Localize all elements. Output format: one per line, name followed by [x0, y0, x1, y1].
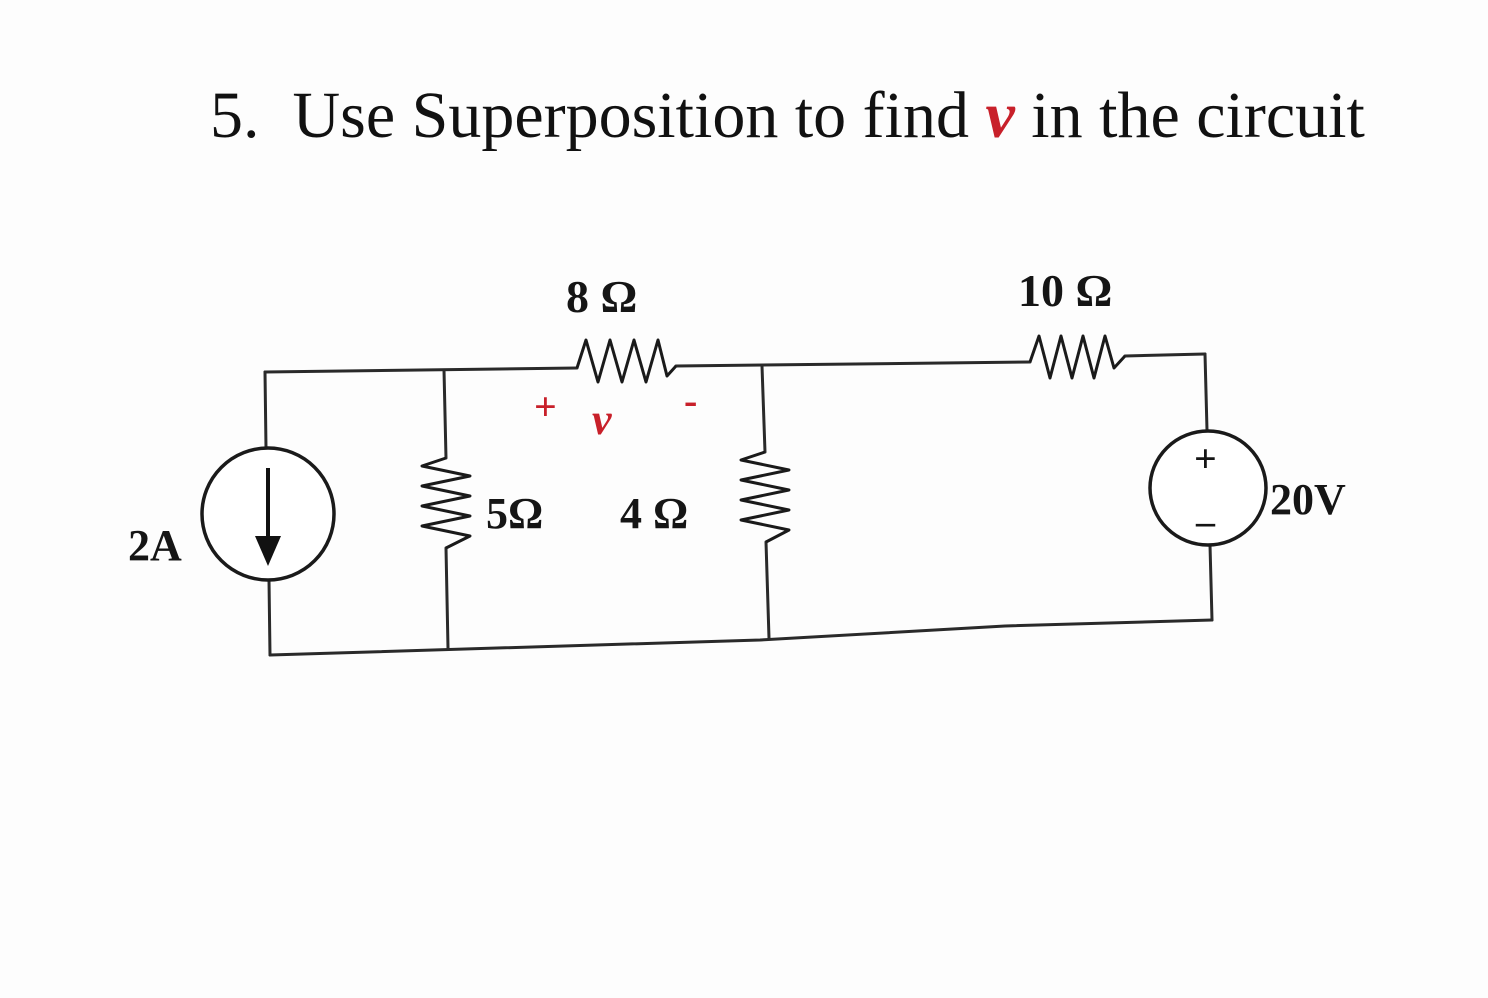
voltage-source-label: 20V	[1270, 475, 1346, 524]
problem-number: 5.	[210, 79, 260, 152]
resistor-4	[739, 450, 791, 544]
voltage-source-circle	[1148, 429, 1268, 547]
resistor-10	[1028, 334, 1127, 380]
marker-variable: v	[592, 395, 612, 444]
right-branch-bottom-wire	[1208, 543, 1214, 622]
resistor-5-label: 5Ω	[486, 489, 543, 538]
resistor-5-bottom-wire	[444, 546, 450, 650]
problem-variable: v	[985, 79, 1015, 152]
top-wire-middle	[674, 360, 1032, 368]
problem-text-after: in the circuit	[1031, 79, 1365, 152]
resistor-5	[420, 456, 472, 550]
resistor-5-top-wire	[442, 368, 448, 460]
voltage-plus-sign: +	[1194, 436, 1217, 481]
resistor-10-label: 10 Ω	[1018, 265, 1112, 316]
current-arrow-down-icon	[255, 536, 281, 566]
voltage-source	[1148, 429, 1268, 547]
problem-statement: 5. Use Superposition to find v in the ci…	[210, 78, 1365, 154]
problem-text-before: Use Superposition to find	[292, 79, 969, 152]
voltage-minus-sign: –	[1195, 501, 1216, 543]
marker-plus-sign: +	[534, 384, 557, 429]
resistor-8-label: 8 Ω	[566, 271, 637, 322]
bottom-wire	[268, 618, 1214, 657]
right-branch-top-wire	[1203, 352, 1209, 432]
marker-minus-sign: -	[684, 378, 697, 423]
current-source	[200, 446, 336, 582]
resistor-4-label: 4 Ω	[620, 489, 688, 538]
left-branch-bottom-wire	[267, 578, 272, 657]
top-wire-left	[263, 366, 579, 374]
left-branch-top-wire	[263, 370, 268, 450]
current-source-label: 2A	[128, 521, 182, 570]
resistor-8	[575, 338, 678, 384]
top-wire-right	[1123, 352, 1207, 358]
resistor-4-top-wire	[760, 364, 767, 454]
resistor-4-bottom-wire	[764, 540, 771, 640]
circuit-wires	[263, 352, 1214, 657]
